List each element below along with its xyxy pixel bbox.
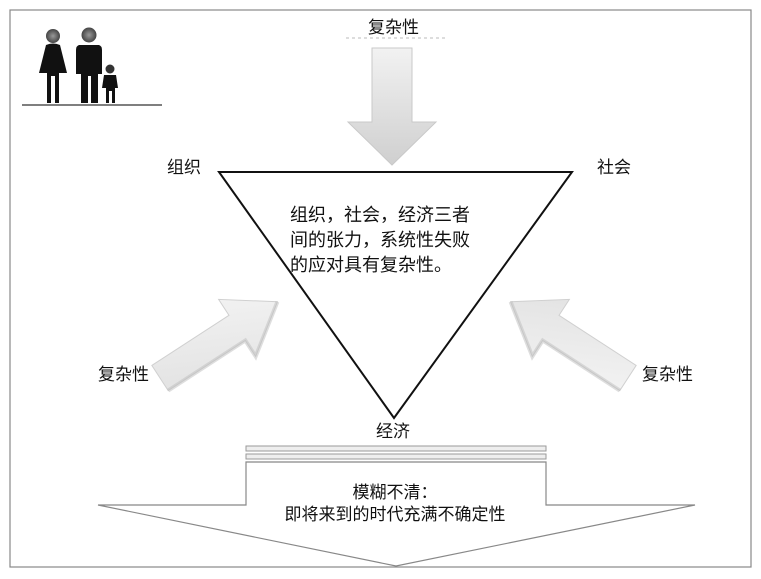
right-diagonal-arrow — [508, 298, 637, 393]
left-diagonal-arrow — [151, 298, 280, 393]
organization-label: 组织 — [167, 158, 201, 178]
bottom-arrow-line-1: 模糊不清： — [352, 483, 438, 503]
center-text-line-3: 的应对具有复杂性。 — [290, 255, 452, 276]
economy-label: 经济 — [376, 422, 410, 442]
center-text-line-2: 间的张力，系统性失败 — [290, 230, 470, 251]
triangle-center-text: 组织，社会，经济三者 间的张力，系统性失败 的应对具有复杂性。 — [290, 203, 510, 278]
top-down-arrow — [346, 47, 438, 166]
right-complexity-label: 复杂性 — [642, 365, 693, 385]
frame-border — [9, 9, 752, 568]
top-complexity-label: 复杂性 — [368, 18, 419, 38]
center-text-line-1: 组织，社会，经济三者 — [290, 205, 470, 226]
bottom-bar-1 — [245, 445, 547, 452]
bottom-down-arrow — [97, 461, 696, 567]
bottom-arrow-line-2: 即将来到的时代充满不确定性 — [284, 505, 506, 525]
left-complexity-label: 复杂性 — [98, 365, 149, 385]
family-icon — [39, 27, 118, 103]
bottom-bar-2 — [245, 453, 547, 460]
society-label: 社会 — [597, 158, 631, 178]
inverted-triangle — [217, 171, 574, 420]
